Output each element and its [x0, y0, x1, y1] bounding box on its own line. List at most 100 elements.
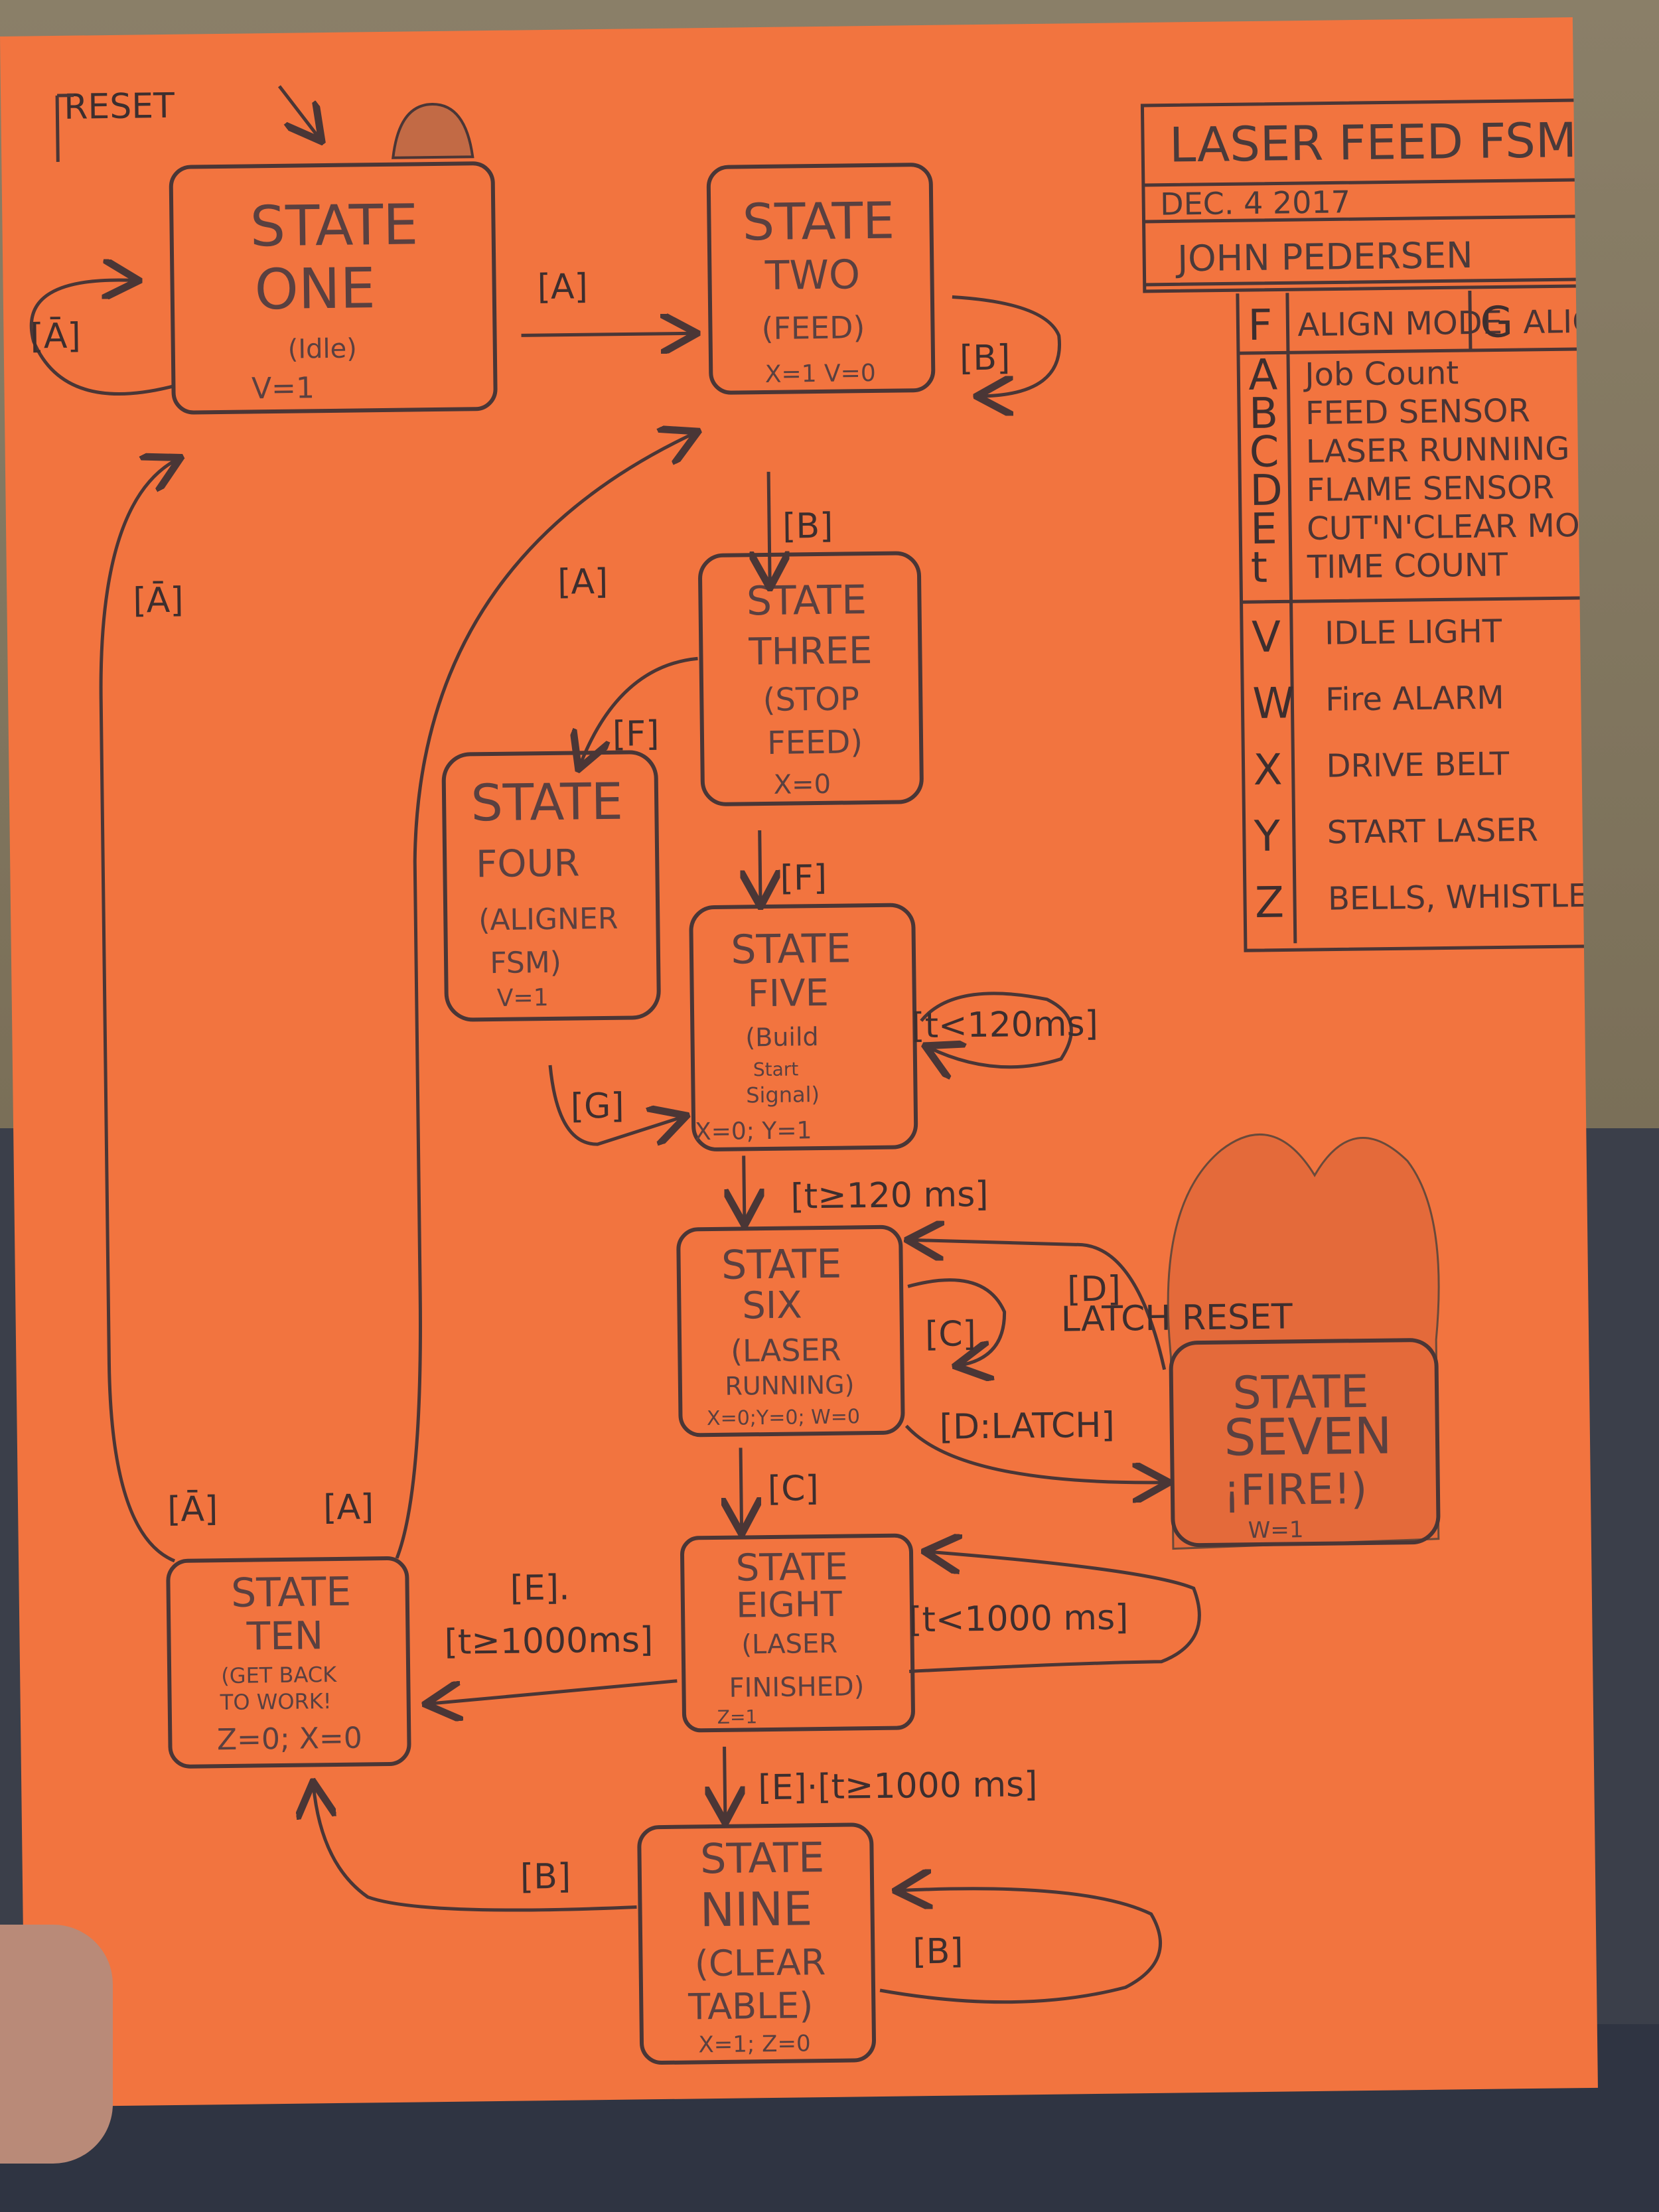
- state-two: STATE TWO (FEED) X=1 V=0: [706, 163, 936, 395]
- state-four-l3: (ALIGNER: [478, 902, 618, 938]
- state-seven-l2: SEVEN: [1224, 1406, 1392, 1467]
- legend-input-key-1: B: [1249, 390, 1279, 439]
- state-ten-l1: STATE: [231, 1569, 352, 1617]
- label-ten-one: [Ā]: [167, 1489, 218, 1530]
- edge-two-three: [768, 471, 770, 585]
- state-nine-l1: STATE: [700, 1833, 825, 1883]
- label-five-six: [t≥120 ms]: [790, 1175, 989, 1217]
- label-seven-six-note: LATCH RESET: [1060, 1297, 1293, 1339]
- state-two-l2: TWO: [764, 252, 860, 299]
- state-five-l4: Start: [753, 1058, 799, 1080]
- legend-output-key-4: Z: [1255, 878, 1285, 928]
- state-six-l4: RUNNING): [725, 1370, 855, 1400]
- label-four-five: [G]: [570, 1086, 624, 1127]
- state-two-l1: STATE: [742, 191, 895, 252]
- legend-input-key-5: t: [1250, 544, 1267, 593]
- legend-input-key-3: D: [1250, 466, 1283, 516]
- state-five-l3: (Build: [745, 1022, 819, 1052]
- state-eight-l2: EIGHT: [736, 1585, 842, 1626]
- state-two-l3: (FEED): [761, 309, 865, 346]
- state-five: STATE FIVE (Build Start Signal) X=0; Y=1: [689, 903, 918, 1151]
- label-three-four: [F]: [613, 714, 660, 755]
- state-three-l3: (STOP: [762, 680, 859, 719]
- state-eight-l4: FINISHED): [729, 1671, 864, 1703]
- state-eight-l1: STATE: [735, 1546, 848, 1590]
- state-six-l3: (LASER: [731, 1332, 841, 1369]
- label-nine-self: [B]: [912, 1931, 964, 1972]
- label-two-three: [B]: [782, 506, 833, 547]
- state-three-l1: STATE: [747, 577, 867, 625]
- edge-four-five: [548, 1065, 684, 1146]
- state-seven-l1: STATE: [1232, 1366, 1369, 1420]
- legend-input-key-2: C: [1249, 428, 1279, 478]
- state-nine-l3: (CLEAR: [694, 1941, 826, 1984]
- state-seven-l3: ¡FIRE!): [1223, 1465, 1368, 1516]
- state-four-l2: FOUR: [476, 842, 580, 886]
- state-five-out: X=0; Y=1: [695, 1117, 812, 1145]
- edge-nine-self: [879, 1886, 1162, 2004]
- reset-arrow: [277, 85, 320, 139]
- label-ten-two-upper: [A]: [557, 562, 609, 603]
- edge-one-two: [521, 333, 694, 335]
- title-block: LASER FEED FSM DEC. 4 2017 JOHN PEDERSEN: [1140, 98, 1598, 293]
- paper-sheet: RESET STATE ONE (Idle) V=1 STATE TWO (FE…: [0, 17, 1598, 2107]
- reset-label: RESET: [64, 86, 175, 127]
- state-ten-l4: TO WORK!: [220, 1688, 332, 1715]
- label-six-seven: [D:LATCH]: [939, 1406, 1115, 1447]
- label-eight-self: [t<1000 ms]: [908, 1597, 1129, 1640]
- state-one-l1: STATE: [250, 192, 419, 259]
- state-ten-l3: (GET BACK: [221, 1662, 337, 1688]
- state-four: STATE FOUR (ALIGNER FSM) V=1: [441, 750, 661, 1022]
- legend-input-text-5: TIME COUNT: [1307, 546, 1508, 586]
- edge-three-four: [579, 656, 698, 766]
- edge-two-self: [952, 295, 1061, 397]
- legend-output-text-2: DRIVE BELT: [1326, 745, 1510, 784]
- legend-mode-text-0: ALIGN MODE: [1297, 304, 1502, 344]
- legend-mode-key-1: G: [1480, 298, 1513, 348]
- legend-input-key-4: E: [1250, 505, 1277, 554]
- state-one-out: V=1: [252, 371, 315, 406]
- legend-output-text-4: BELLS, WHISTLES, BLINKY LEDs, ALIGNMENT …: [1328, 871, 1598, 918]
- state-eight-l3: (LASER: [741, 1629, 837, 1660]
- state-four-l4: FSM): [490, 946, 561, 980]
- edge-nine-ten: [313, 1781, 637, 1912]
- author-text: JOHN PEDERSEN: [1175, 234, 1473, 279]
- label-one-two: [A]: [537, 267, 588, 307]
- state-nine-out: X=1; Z=0: [698, 2030, 811, 2058]
- state-five-l1: STATE: [731, 925, 851, 973]
- state-ten: STATE TEN (GET BACK TO WORK! Z=0; X=0: [166, 1556, 411, 1769]
- edge-ten-two: [395, 433, 709, 1559]
- label-five-self: [t<120ms]: [911, 1004, 1098, 1046]
- idle-light-icon: [392, 103, 474, 159]
- state-three: STATE THREE (STOP FEED) X=0: [698, 551, 924, 806]
- state-three-l4: FEED): [767, 723, 863, 762]
- legend-output-key-1: W: [1252, 679, 1295, 729]
- state-nine: STATE NINE (CLEAR TABLE) X=1; Z=0: [637, 1822, 876, 2065]
- state-three-out: X=0: [773, 769, 831, 800]
- label-ten-one-upper: [Ā]: [133, 581, 184, 621]
- legend-output-text-3: START LASER: [1327, 812, 1538, 851]
- label-eight-ten-b: [t≥1000ms]: [444, 1620, 653, 1662]
- edge-five-self: [921, 992, 1073, 1068]
- state-six-l1: STATE: [721, 1241, 842, 1289]
- label-eight-ten-a: [E].: [510, 1568, 570, 1609]
- state-nine-l4: TABLE): [687, 1984, 814, 2028]
- edge-eight-ten: [428, 1679, 678, 1704]
- state-ten-l2: TEN: [246, 1613, 323, 1659]
- state-six: STATE SIX (LASER RUNNING) X=0;Y=0; W=0: [676, 1224, 905, 1438]
- legend-input-text-3: FLAME SENSOR: [1306, 469, 1554, 509]
- state-four-l1: STATE: [470, 772, 623, 833]
- state-one: STATE ONE (Idle) V=1: [169, 161, 498, 415]
- state-four-out: V=1: [497, 984, 549, 1012]
- label-nine-ten: [B]: [520, 1857, 571, 1897]
- label-two-self: [B]: [960, 338, 1011, 378]
- edge-ten-one: [99, 459, 191, 1563]
- edge-eight-self: [909, 1548, 1201, 1673]
- legend-input-text-1: FEED SENSOR: [1305, 392, 1530, 432]
- legend-output-key-3: Y: [1253, 812, 1281, 861]
- label-eight-nine: [E]·[t≥1000 ms]: [758, 1765, 1038, 1808]
- state-seven: STATE SEVEN ¡FIRE!) W=1: [1167, 1134, 1441, 1550]
- legend-output-key-2: X: [1253, 745, 1283, 795]
- edge-one-self: [29, 279, 175, 396]
